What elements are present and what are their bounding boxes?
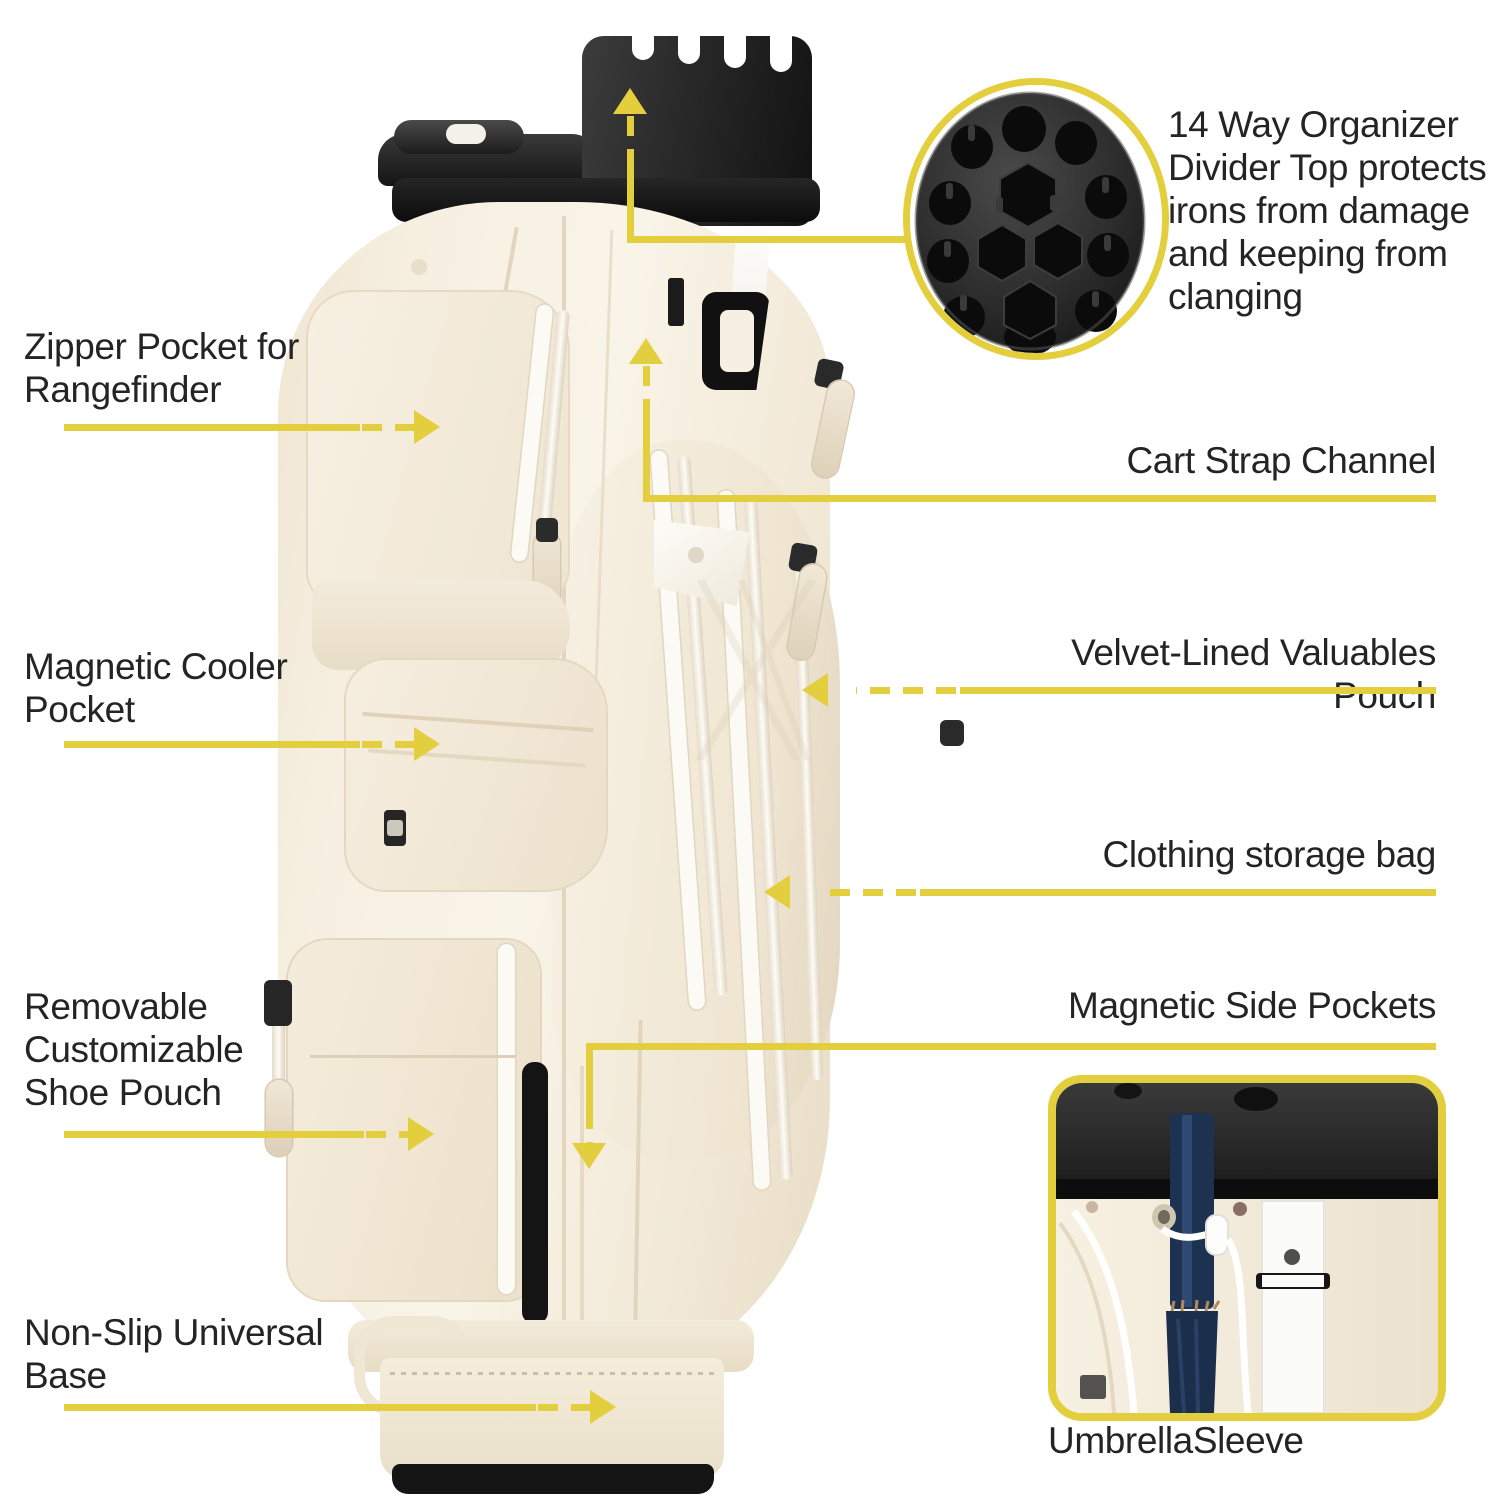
cooler-pocket-label: Magnetic Cooler Pocket — [24, 646, 288, 730]
clothing-bag-arrow — [764, 875, 790, 909]
cooler-pocket-tab-logo — [387, 820, 403, 836]
valuables-pouch-dash — [856, 687, 956, 694]
side-pocket-zipper-slider — [940, 720, 964, 746]
side-pockets-arrow — [572, 1143, 606, 1169]
zipper-rangefinder-dash — [362, 424, 414, 431]
cart-strap-arrow — [629, 338, 663, 364]
clothing-bag-line — [920, 889, 1436, 896]
bag-lower-seam-2 — [580, 1066, 584, 1326]
umbrella-sleeve-inset — [1048, 1075, 1446, 1421]
divider-top-connector-v — [627, 150, 634, 240]
cart-strap-buckle-hole — [720, 310, 754, 372]
cooler-pocket-dash — [362, 741, 414, 748]
bag-logo-patch-mark — [682, 544, 710, 566]
golf-bag-illustration — [250, 20, 964, 1494]
divider-notch — [724, 34, 746, 68]
zipper-rangefinder-arrow — [414, 410, 440, 444]
clothing-bag-label: Clothing storage bag — [1102, 834, 1437, 875]
bag-brand-mark — [406, 252, 432, 282]
cart-strap-line-v — [643, 400, 650, 498]
divider-notch — [678, 34, 700, 64]
umbrella-sleeve-caption: UmbrellaSleeve — [1048, 1420, 1304, 1461]
side-pockets-line-v — [586, 1043, 593, 1111]
valuables-pouch-line — [960, 687, 1436, 694]
base-arrow — [590, 1390, 616, 1424]
shoe-pouch-line — [64, 1131, 364, 1138]
divider-notch — [632, 34, 654, 60]
shoe-pouch-seam — [310, 1055, 516, 1058]
base-dash — [538, 1404, 590, 1411]
shoe-pouch-label: Removable Customizable Shoe Pouch — [24, 986, 244, 1113]
divider-top-connector-h — [627, 236, 907, 243]
divider-notch — [770, 34, 792, 72]
base-label: Non-Slip Universal Base — [24, 1312, 324, 1396]
cart-strap-line-h — [643, 495, 1436, 502]
valuables-pouch-label: Velvet-Lined Valuables Pouch — [1071, 632, 1436, 716]
bag-logo-label — [668, 278, 684, 326]
zipper-rangefinder-label: Zipper Pocket for Rangefinder — [24, 326, 299, 410]
shoe-pouch-dash — [366, 1131, 408, 1138]
divider-top-callout-text: 14 Way Organizer Divider Top protects ir… — [1168, 104, 1487, 317]
cart-strap-label: Cart Strap Channel — [1126, 440, 1436, 481]
bag-base — [380, 1358, 724, 1480]
cooler-pocket — [346, 660, 606, 890]
rangefinder-zipper-slider — [536, 518, 558, 542]
bag-base-nonslip-foot — [392, 1464, 714, 1494]
divider-top-arrow — [613, 88, 647, 114]
base-line — [64, 1404, 536, 1411]
bag-divider-top-back-hole — [446, 124, 486, 144]
shoe-pouch-arrow — [408, 1117, 434, 1151]
side-pockets-line-h — [586, 1043, 1436, 1050]
shoe-pouch-zipper-pull — [266, 1080, 292, 1156]
clothing-bag-dash — [818, 889, 916, 896]
shoe-pouch-zipper-slider — [264, 980, 292, 1026]
bag-side-gusset — [522, 1062, 548, 1324]
zipper-rangefinder-line — [64, 424, 360, 431]
bag-embossed-brand — [660, 580, 850, 760]
divider-top-connector-dash — [627, 116, 634, 154]
umbrella-sleeve-photo — [1056, 1083, 1438, 1413]
shoe-pouch-piping — [498, 944, 515, 1294]
side-pockets-dash — [586, 1109, 593, 1145]
rangefinder-pocket-shelf — [312, 580, 570, 670]
divider-top-inset — [903, 78, 1169, 360]
cooler-pocket-line — [64, 741, 360, 748]
valuables-pouch-arrow — [802, 673, 828, 707]
bag-base-stitchline — [390, 1372, 714, 1375]
cart-strap-dash — [643, 366, 650, 404]
cooler-pocket-arrow — [414, 727, 440, 761]
divider-top-photo — [910, 85, 1162, 353]
side-pockets-label: Magnetic Side Pockets — [1068, 985, 1436, 1026]
